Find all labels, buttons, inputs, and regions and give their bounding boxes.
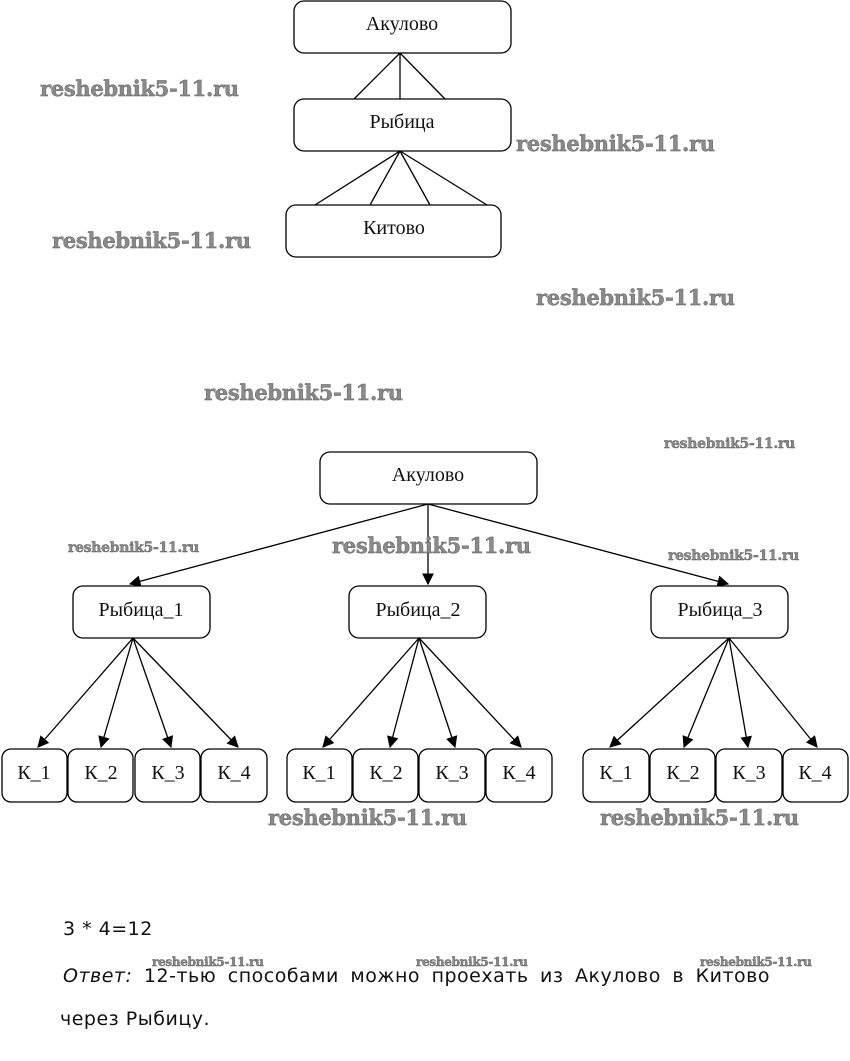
tree-edge-root-3 (427, 503, 730, 587)
node-label: Рыбица_2 (375, 599, 460, 621)
tree-edge-root-1 (128, 503, 429, 587)
tree-edge-leaf (132, 637, 239, 748)
leaf-node: К_1 (582, 748, 650, 803)
tree-edge-leaf (322, 637, 420, 748)
watermark: reshebnik5-11.ru (52, 228, 251, 253)
tree-edge-leaf (418, 637, 522, 748)
equation: 3 * 4=12 (63, 918, 153, 940)
leaf-label: К_1 (17, 762, 50, 784)
leaf-node: К_1 (286, 748, 353, 803)
leaf-node: К_2 (649, 748, 716, 803)
node-rybitsa-3: Рыбица_3 (650, 585, 789, 639)
answer-line-1: Ответ: 12-тью способами можно проехать и… (63, 965, 770, 987)
tree-diagram: Акулово Рыбица_1 Рыбица_2 Рыбица_3 К_1 К… (1, 451, 849, 803)
top-edge (399, 150, 431, 206)
tree-edge-leaf (682, 637, 730, 749)
leaf-label: К_2 (666, 762, 699, 784)
tree-edge-leaf (728, 637, 818, 748)
top-edge (399, 150, 488, 206)
node-label: Акулово (392, 464, 464, 486)
watermark: reshebnik5-11.ru (600, 805, 799, 830)
answer-text: 12-тью способами можно проехать из Акуло… (132, 965, 770, 987)
tree-edge-leaf (728, 637, 752, 749)
watermark: reshebnik5-11.ru (152, 955, 264, 969)
node-label: Рыбица (369, 111, 434, 133)
watermark: reshebnik5-11.ru (536, 285, 735, 310)
top-edge (353, 52, 401, 100)
leaf-label: К_1 (302, 762, 335, 784)
tree-edge-leaf (609, 637, 730, 748)
watermark: reshebnik5-11.ru (40, 76, 239, 101)
watermark: reshebnik5-11.ru (668, 548, 800, 564)
watermark: reshebnik5-11.ru (700, 955, 812, 969)
node-label: Рыбица_3 (677, 599, 762, 621)
watermark: reshebnik5-11.ru (268, 805, 467, 830)
leaf-node: К_4 (485, 748, 553, 803)
leaf-node: К_4 (200, 748, 268, 803)
watermark: reshebnik5-11.ru (516, 131, 715, 156)
tree-edge-leaf (387, 637, 420, 749)
node-label: Акулово (366, 13, 438, 35)
leaf-label: К_3 (435, 762, 468, 784)
node-label: Рыбица_1 (98, 599, 183, 621)
node-label: Китово (363, 217, 425, 239)
leaf-node: К_3 (715, 748, 783, 803)
top-edge (369, 150, 401, 206)
answer-line-2: через Рыбицу. (60, 1008, 211, 1030)
answer-prefix: Ответ: (63, 965, 133, 987)
node-kitovo-top: Китово (285, 204, 502, 258)
leaf-node: К_2 (67, 748, 134, 803)
leaf-label: К_4 (798, 762, 831, 784)
tree-edge-leaf (98, 637, 134, 749)
leaf-label: К_1 (599, 762, 632, 784)
leaf-label: К_2 (369, 762, 402, 784)
node-akulovo-top: Акулово (293, 0, 512, 54)
top-edge (399, 52, 446, 100)
watermark: reshebnik5-11.ru (664, 436, 796, 452)
tree-edge-leaf (132, 637, 174, 749)
leaf-node: К_4 (782, 748, 849, 803)
tree-edge-leaf (418, 637, 458, 749)
node-rybitsa-top: Рыбица (293, 98, 512, 152)
watermark: reshebnik5-11.ru (416, 955, 528, 969)
top-edge (314, 150, 401, 206)
leaf-label: К_3 (732, 762, 765, 784)
watermark: reshebnik5-11.ru (68, 540, 200, 556)
leaf-node: К_3 (418, 748, 486, 803)
watermark: reshebnik5-11.ru (204, 380, 403, 405)
leaf-node: К_1 (1, 748, 68, 803)
node-rybitsa-2: Рыбица_2 (348, 585, 487, 639)
leaf-node: К_2 (352, 748, 419, 803)
tree-edge-leaf (37, 637, 134, 748)
leaf-label: К_4 (217, 762, 250, 784)
leaf-label: К_4 (502, 762, 535, 784)
node-rybitsa-1: Рыбица_1 (72, 585, 211, 639)
watermark: reshebnik5-11.ru (332, 533, 531, 558)
top-diagram: Акулово Рыбица Китово (285, 0, 512, 258)
node-akulovo-root: Акулово (319, 451, 538, 505)
leaf-node: К_3 (134, 748, 201, 803)
leaf-label: К_3 (151, 762, 184, 784)
leaf-label: К_2 (84, 762, 117, 784)
